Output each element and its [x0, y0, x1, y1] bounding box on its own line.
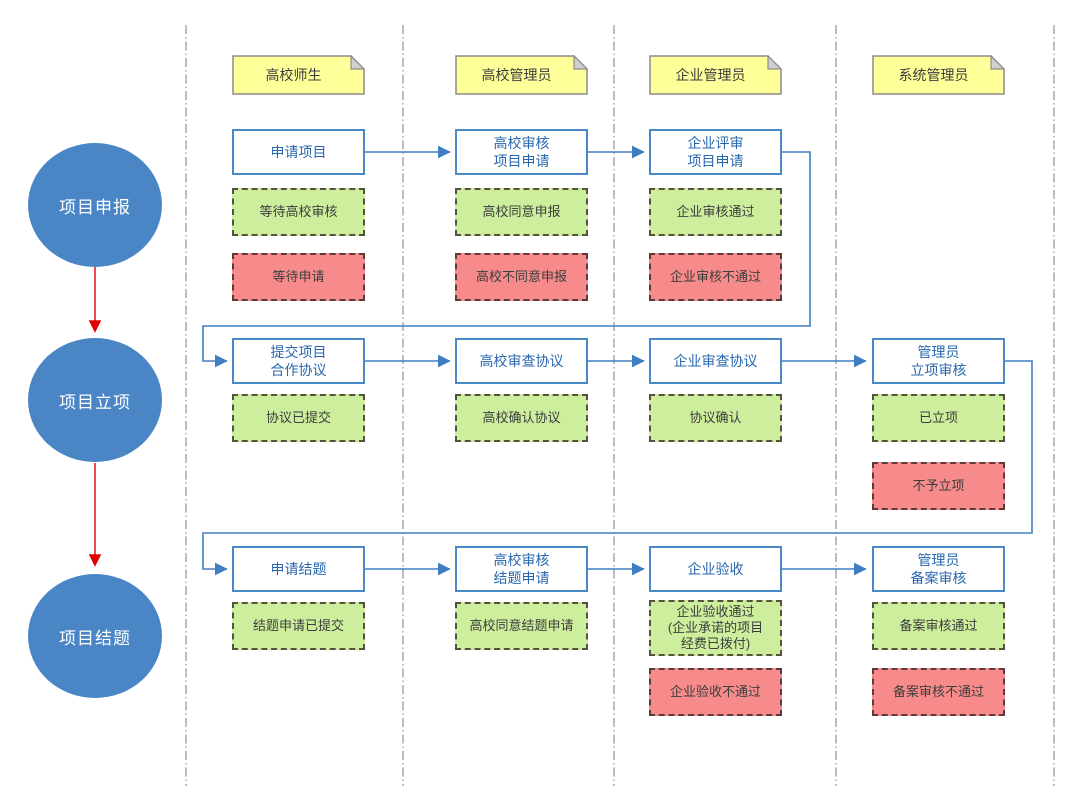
status-success: 已立项 — [872, 394, 1005, 442]
status-fail: 企业验收不通过 — [649, 668, 782, 716]
lane-label: 系统管理员 — [898, 67, 969, 83]
lane-label: 高校师生 — [265, 67, 322, 83]
phase-label: 项目申报 — [59, 197, 131, 217]
status-fail: 等待申请 — [232, 253, 365, 301]
connector-r2-to-r3 — [202, 360, 1033, 576]
note-fold-icon — [767, 55, 782, 70]
note-shape — [455, 55, 588, 95]
status-fail: 高校不同意申报 — [455, 253, 588, 301]
step-box-enterprise-review-agreement: 企业审查协议 — [649, 338, 782, 384]
step-box-enterprise-review-application: 企业评审 项目申请 — [649, 129, 782, 175]
note-fold-icon — [990, 55, 1005, 70]
note-shape — [232, 55, 365, 95]
status-fail: 不予立项 — [872, 462, 1005, 510]
lane-label: 企业管理员 — [675, 67, 746, 83]
step-box-submit-cooperation-agreement: 提交项目 合作协议 — [232, 338, 365, 384]
status-success: 企业验收通过 (企业承诺的项目 经费已拨付) — [649, 600, 782, 656]
status-fail: 企业审核不通过 — [649, 253, 782, 301]
status-success: 结题申请已提交 — [232, 602, 365, 650]
status-success: 协议已提交 — [232, 394, 365, 442]
phase-circle-approve: 项目立项 — [28, 338, 162, 462]
lane-note-university-staff: 高校师生 — [232, 55, 365, 95]
status-success: 高校同意申报 — [455, 188, 588, 236]
note-fold-icon — [573, 55, 588, 70]
step-box-admin-approval-review: 管理员 立项审核 — [872, 338, 1005, 384]
status-success: 高校同意结题申请 — [455, 602, 588, 650]
phase-label: 项目立项 — [59, 392, 131, 412]
connector-r1-to-r2 — [202, 151, 811, 368]
step-box-university-review-application: 高校审核 项目申请 — [455, 129, 588, 175]
lane-note-university-admin: 高校管理员 — [455, 55, 588, 95]
step-box-university-review-conclusion: 高校审核 结题申请 — [455, 546, 588, 592]
status-success: 备案审核通过 — [872, 602, 1005, 650]
status-fail: 备案审核不通过 — [872, 668, 1005, 716]
status-success: 高校确认协议 — [455, 394, 588, 442]
step-box-apply-conclusion: 申请结题 — [232, 546, 365, 592]
status-success: 协议确认 — [649, 394, 782, 442]
lane-note-system-admin: 系统管理员 — [872, 55, 1005, 95]
note-shape — [649, 55, 782, 95]
note-shape — [872, 55, 1005, 95]
step-box-university-review-agreement: 高校审查协议 — [455, 338, 588, 384]
step-box-apply-project: 申请项目 — [232, 129, 365, 175]
step-box-enterprise-acceptance: 企业验收 — [649, 546, 782, 592]
step-box-admin-record-review: 管理员 备案审核 — [872, 546, 1005, 592]
phase-label: 项目结题 — [59, 628, 131, 648]
lane-note-enterprise-admin: 企业管理员 — [649, 55, 782, 95]
phase-circle-conclude: 项目结题 — [28, 574, 162, 698]
lane-label: 高校管理员 — [481, 67, 552, 83]
phase-circle-declare: 项目申报 — [28, 143, 162, 267]
status-success: 企业审核通过 — [649, 188, 782, 236]
status-success: 等待高校审核 — [232, 188, 365, 236]
note-fold-icon — [350, 55, 365, 70]
